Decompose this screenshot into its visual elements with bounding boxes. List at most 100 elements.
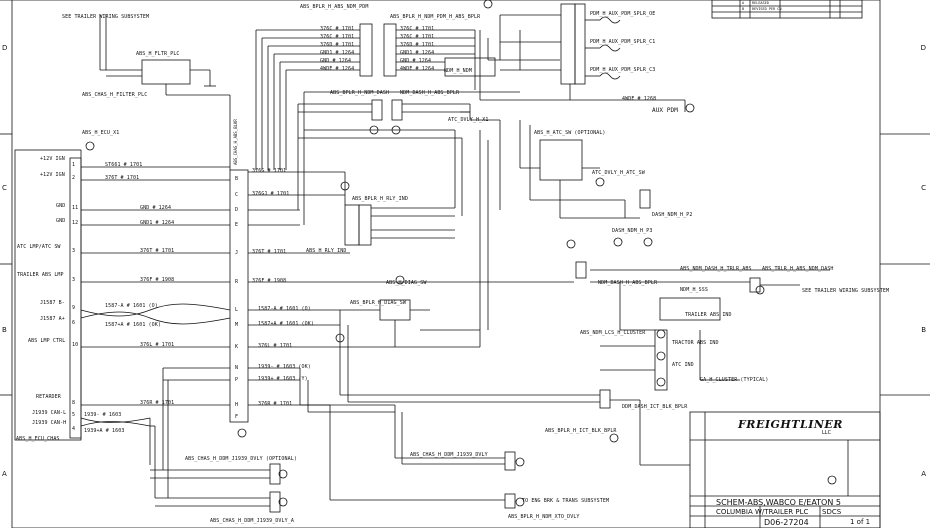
top-wire: GND1 # 1264: [320, 50, 355, 56]
wire-label: 376R # 1701: [258, 401, 293, 407]
ecu-pin-number: 5: [72, 412, 76, 418]
ecu-pin-label: J1939 CAN-L: [32, 410, 67, 416]
top-wire: 376C # 1701: [400, 26, 435, 32]
see-trailer-wiring-label: SEE TRAILER WIRING SUBSYSTEM: [62, 14, 150, 20]
to-eng-brk-label: TO ENG BRK & TRANS SUBSYSTEM: [522, 498, 610, 504]
sheet-title: SCHEM-ABS,WABCO E/EATON 5: [716, 498, 841, 507]
rev-desc: RELEASED: [752, 1, 769, 5]
connector-pin: D: [235, 207, 239, 213]
atc-ind-label: ATC IND: [672, 362, 694, 368]
grid-row-left-d: D: [2, 44, 8, 52]
ecu-pin-number: 1: [72, 162, 76, 168]
connector-pin: L: [235, 307, 239, 313]
dash-ndm-ictl-label: DDM_DASH_ICT_BLK_BPLR: [622, 404, 688, 410]
rev-letter: A: [742, 1, 745, 5]
ecu-pin-number: 3: [72, 248, 76, 254]
pdm-aux-oe-label: PDM_H_AUX_PDM_SPLR_OE: [590, 11, 656, 17]
aux-pdm-label: AUX PDM: [652, 107, 678, 114]
connector-pin: E: [235, 222, 239, 228]
connector-pin: K: [235, 344, 239, 350]
abs-diag-sw-label: ABS_H_DIAG_SW: [386, 280, 427, 286]
top-wire: GND # 1264: [320, 58, 352, 64]
ecu-pin-label: TRAILER ABS LMP: [17, 272, 64, 278]
ga-cluster-label: GA_H_CLUSTER (TYPICAL): [700, 377, 769, 383]
top-wire: 4WDE # 1264: [400, 66, 435, 72]
company-suffix: LLC: [822, 430, 832, 436]
abs-chas-j1939-dvly-label: ABS_CHAS_H_DDM_J1939_DVLY (OPTIONAL): [185, 456, 297, 462]
ecu-wire-label: 376R # 1701: [140, 400, 175, 406]
grid-row-left-b: B: [2, 326, 7, 334]
ecu-pin-number: 9: [72, 305, 76, 311]
ecu-wire-label: ST661 # 1701: [105, 162, 143, 168]
ecu-wire-label: 1587-A # 1601 (O): [105, 303, 158, 309]
ecu-pin-label: GND: [56, 218, 66, 224]
abs-bplr-dash-label: ABS_BPLR_H_NDM_DASH: [330, 90, 390, 96]
abs-bplr-rly-label: ABS_BPLR_H_RLY_IND: [352, 196, 408, 202]
ecu-pin-number: 8: [72, 400, 76, 406]
connector-pin: H: [235, 402, 239, 408]
top-wire: 376D # 1701: [400, 42, 435, 48]
ecu-pin-number: 4: [72, 426, 76, 432]
connector-pin: F: [235, 414, 239, 420]
abs-atc-sw-label: ABS_H_ATC_SW (OPTIONAL): [534, 130, 606, 136]
filter-plc-label: ABS_H_FLTR_PLC: [136, 51, 180, 57]
ndm-label: NDM_H_NDM: [444, 68, 472, 74]
trailer-abs-ind-label: TRAILER ABS IND: [685, 312, 732, 318]
abs-trlr-ndm-dash-label: ABS_TRLR_H_ABS_NDM_DASH: [762, 266, 834, 272]
dash-ndm-p3-label: DASH_NDM_H_P3: [612, 228, 653, 234]
connector-pin: J: [235, 250, 239, 256]
grid-row-right-c: C: [921, 184, 926, 192]
ndm-dash-abs-bplr2-label: NDM_DASH_H_ABS_BPLR: [598, 280, 658, 286]
ecu-pin-label: J1939 CAN-H: [32, 420, 67, 426]
page-number: 1 of 1: [850, 518, 871, 526]
grid-row-right-d: D: [920, 44, 926, 52]
see-trailer-wiring-2-label: SEE TRAILER WIRING SUBSYSTEM: [802, 288, 890, 294]
ecu-pin-label: RETARDER: [36, 394, 61, 400]
abs-x2-label: ABS_CHAS_H_ABS_BLKR: [233, 119, 238, 165]
atc-dvly-atc-sw-label: ATC_DVLY_H_ATC_SW: [592, 170, 645, 176]
abs-bplr-ndm-xto-dvly-label: ABS_BPLR_H_NDM_XTO_DVLY: [508, 514, 580, 520]
ecu-pin-number: 3: [72, 277, 76, 283]
ecu-wire-label: GND1 # 1264: [140, 220, 175, 226]
wire-label: 376T # 1701: [252, 249, 287, 255]
top-wire: 376C # 1701: [320, 26, 355, 32]
ecu-pin-number: 12: [72, 220, 79, 226]
top-wire: 376C # 1701: [400, 34, 435, 40]
ecu-pin-label: +12V IGN: [40, 172, 65, 178]
ecu-pin-number: 6: [72, 320, 76, 326]
wire-label: 1939+ # 1603 (Y): [258, 376, 308, 382]
top-wire: 4WDE # 1264: [320, 66, 355, 72]
abs-chas-filter-plc-label: ABS_CHAS_H_FILTER_PLC: [82, 92, 148, 98]
ecu-wire-label: 1939+A # 1603: [84, 428, 125, 434]
abs-bplr-ictl-label: ABS_BPLR_H_ICT_BLK_BPLR: [545, 428, 617, 434]
wire-label: 1939- # 1603 (OK): [258, 364, 311, 370]
grid-row-right-a: A: [921, 470, 926, 478]
atc-dvly-x1-label: ATC_DVLY_H_X1: [448, 117, 489, 123]
ecu-pin-number: 2: [72, 175, 76, 181]
top-wire: 376D # 1701: [320, 42, 355, 48]
wire-label: 376F # 1908: [252, 278, 287, 284]
ecu-wire-label: 376T # 1701: [140, 248, 175, 254]
ecu-pin-label: +12V IGN: [40, 156, 65, 162]
wire-label: 376G # 1701: [252, 168, 287, 174]
ecu-pin-label: GND: [56, 203, 66, 209]
abs-ndm-dash-label: ABS_NDM_DASH_H_TRLR_ABS: [680, 266, 752, 272]
ecu-pin-label: ABS LMP CTRL: [28, 338, 66, 344]
sheet-code: SDCS: [822, 508, 842, 516]
pdm-aux-c1-label: PDM_H_AUX_PDM_SPLR_C1: [590, 39, 656, 45]
wire-label: 376L # 1701: [258, 343, 293, 349]
ecu-pin-label: J1587 A+: [40, 316, 65, 322]
tractor-abs-ind-label: TRACTOR ABS IND: [672, 340, 719, 346]
abs-ecu-chas-label: ABS_H_ECU_CHAS: [16, 436, 60, 442]
ecu-wire-label: 376F # 1908: [140, 277, 175, 283]
wire-label: 1587+A # 1601 (OK): [258, 321, 314, 327]
ecu-pin-number: 11: [72, 205, 79, 211]
connector-pin: P: [235, 377, 239, 383]
abs-rly-ind-label: ABS_H_RLY_IND: [306, 248, 347, 254]
abs-ndm-luster-label: ABS_NDM_LCS_H_CLUSTER: [580, 330, 646, 336]
top-wire: GND # 1264: [400, 58, 432, 64]
grid-row-left-a: A: [2, 470, 7, 478]
top-wire: GND1 # 1264: [400, 50, 435, 56]
